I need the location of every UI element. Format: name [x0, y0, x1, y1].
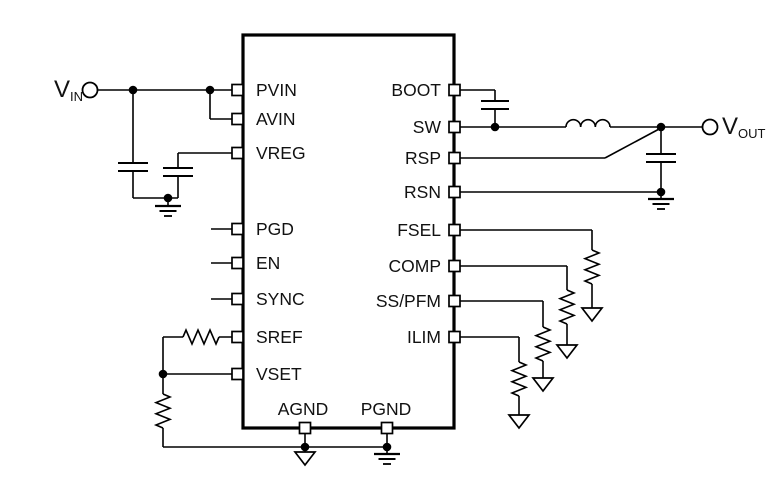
sw-net — [459, 118, 703, 128]
junction-dot — [205, 85, 215, 95]
pin-square-rsp — [448, 151, 461, 165]
pin-label-comp: COMP — [389, 256, 442, 276]
ilim-net — [459, 336, 531, 430]
pin-label-en: EN — [256, 253, 280, 273]
pin-label-sync: SYNC — [256, 289, 305, 309]
agnd-arrow-ground-icon — [293, 451, 317, 467]
comp-arrow-ground-icon — [555, 344, 579, 360]
left-pin-labels: PVIN AVIN VREG PGD EN SYNC SREF VSET — [256, 80, 306, 384]
pin-label-sw: SW — [413, 117, 442, 137]
fsel-arrow-ground-icon — [580, 307, 604, 323]
vout-label: VOUT — [722, 113, 766, 141]
pin-square-comp — [448, 259, 461, 273]
pin-square-ilim — [448, 330, 461, 344]
pin-label-ilim: ILIM — [407, 327, 441, 347]
junction-dot — [300, 442, 310, 452]
fsel-resistor-icon — [582, 249, 602, 285]
junction-dot — [382, 442, 392, 452]
pin-square-avin — [231, 112, 244, 126]
comp-net — [459, 265, 579, 360]
pin-label-pgd: PGD — [256, 219, 294, 239]
pin-square-sw — [448, 120, 461, 134]
pin-square-rsn — [448, 185, 461, 199]
pin-label-vreg: VREG — [256, 143, 306, 163]
output-earth-ground-icon — [648, 197, 674, 210]
bottom-pin-labels: AGND PGND — [278, 399, 412, 419]
pin-square-sspfm — [448, 294, 461, 308]
junction-dot — [128, 85, 138, 95]
pin-label-fsel: FSEL — [397, 220, 441, 240]
pin-square-vset — [231, 367, 244, 381]
junction-dot — [158, 369, 168, 379]
fsel-net — [459, 229, 604, 323]
input-capacitor-icon — [118, 162, 148, 198]
vreg-net — [177, 152, 238, 168]
vset-resistor-icon — [153, 393, 173, 429]
pin-square-pgnd — [380, 421, 394, 435]
pin-square-agnd — [298, 421, 312, 435]
pin-square-vreg — [231, 146, 244, 160]
pin-label-boot: BOOT — [391, 80, 441, 100]
pin-label-rsp: RSP — [405, 148, 441, 168]
pin-label-pvin: PVIN — [256, 80, 297, 100]
pin-square-pvin — [231, 83, 244, 97]
junction-dot — [163, 193, 173, 203]
sspfm-net — [459, 300, 555, 393]
pin-square-pgd — [231, 222, 244, 236]
ic-pin-squares — [231, 83, 461, 435]
ilim-resistor-icon — [509, 361, 529, 397]
boot-capacitor-icon — [481, 100, 509, 110]
junction-dot — [490, 122, 500, 132]
pgnd-earth-ground-icon — [374, 452, 400, 465]
inductor-icon — [565, 118, 611, 128]
sref-net — [162, 327, 238, 374]
pin-label-rsn: RSN — [404, 182, 441, 202]
pin-square-fsel — [448, 223, 461, 237]
output-capacitor-branch — [646, 127, 676, 192]
pin-label-avin: AVIN — [256, 109, 296, 129]
vout-terminal-icon — [701, 118, 719, 136]
sref-resistor-icon — [182, 327, 220, 347]
pin-label-agnd: AGND — [278, 399, 329, 419]
pin-label-sref: SREF — [256, 327, 303, 347]
pin-label-sspfm: SS/PFM — [376, 291, 441, 311]
rsp-net — [459, 127, 662, 159]
vset-net — [153, 373, 387, 448]
right-pin-labels: BOOT SW RSP RSN FSEL COMP SS/PFM ILIM — [376, 80, 442, 347]
junction-dot — [656, 122, 666, 132]
pin-square-sync — [231, 292, 244, 306]
sspfm-resistor-icon — [533, 326, 553, 362]
junction-dots — [128, 85, 666, 452]
pin-square-sref — [231, 330, 244, 344]
pin-label-pgnd: PGND — [361, 399, 412, 419]
ilim-arrow-ground-icon — [507, 414, 531, 430]
pin-label-vset: VSET — [256, 364, 302, 384]
comp-resistor-icon — [557, 289, 577, 325]
vin-net — [97, 89, 238, 163]
vreg-capacitor-icon — [163, 167, 193, 198]
sspfm-arrow-ground-icon — [531, 377, 555, 393]
pin-square-en — [231, 256, 244, 270]
rsn-net — [459, 191, 674, 210]
boot-net — [459, 89, 509, 127]
vin-label: VIN — [54, 76, 83, 104]
output-capacitor-icon — [646, 153, 676, 163]
pin-square-boot — [448, 83, 461, 97]
vin-terminal-icon — [81, 81, 99, 99]
junction-dot — [656, 187, 666, 197]
